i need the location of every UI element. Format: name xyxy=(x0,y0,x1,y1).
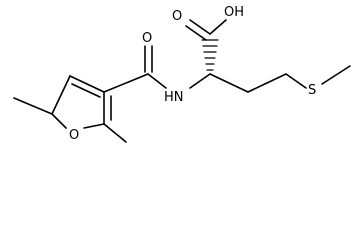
bond-furan-c5-o xyxy=(51,113,67,129)
molecule-canvas: OH O O HN S O xyxy=(13,5,351,143)
stereo-hash-bond xyxy=(201,39,219,71)
atom-label-amide-o: O xyxy=(142,31,152,46)
atom-label-nh: HN xyxy=(164,90,184,105)
bond-c2-methyl xyxy=(103,123,127,143)
bond-n-calpha xyxy=(189,73,211,89)
structure-diagram: OH O O HN S O xyxy=(13,5,351,143)
bond-furan-c3-c4 xyxy=(69,75,105,93)
atom-label-oh: OH xyxy=(224,5,244,20)
atom-label-acid-o: O xyxy=(172,9,182,24)
bond-furan-c3-c4-double xyxy=(71,83,101,98)
bond-carbonyl-n xyxy=(147,73,167,89)
bond-calpha-cbeta xyxy=(209,73,249,93)
bond-furan-c4-c5 xyxy=(51,75,71,115)
atom-label-furan-o: O xyxy=(69,128,79,143)
bond-c3-carbonyl xyxy=(103,73,149,93)
bond-carboxyl-oh xyxy=(209,19,227,35)
bond-cgamma-s xyxy=(285,73,307,89)
bond-c5-methyl xyxy=(13,97,53,115)
bond-carboxyl-co xyxy=(189,19,211,35)
bond-cbeta-cgamma xyxy=(247,73,287,93)
bond-carboxyl-co-double xyxy=(185,25,207,41)
bond-s-methyl xyxy=(321,65,351,85)
atom-label-s: S xyxy=(308,83,316,98)
bond-furan-o-c2 xyxy=(83,123,105,129)
